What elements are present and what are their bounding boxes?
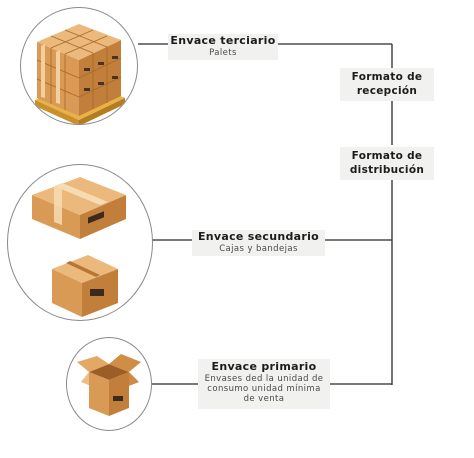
primary-circle	[67, 338, 151, 430]
format-reception-text: Formato de recepción	[351, 71, 423, 97]
primary-title: Envace primario	[211, 360, 317, 373]
tertiary-label: Envace terciario Palets	[168, 34, 278, 60]
pallet-of-boxes-icon	[35, 24, 125, 124]
primary-subtitle: Envases ded la unidad de consumo unidad …	[204, 374, 324, 404]
format-distribution: Formato de distribución	[340, 147, 434, 180]
tertiary-circle	[21, 8, 137, 124]
tertiary-subtitle: Palets	[209, 48, 237, 58]
secondary-circle	[8, 165, 152, 320]
secondary-subtitle: Cajas y bandejas	[219, 244, 298, 254]
open-box-icon	[77, 354, 141, 416]
tertiary-title: Envace terciario	[170, 34, 276, 47]
format-reception: Formato de recepción	[340, 68, 434, 101]
primary-label: Envace primario Envases ded la unidad de…	[198, 359, 330, 409]
secondary-title: Envace secundario	[197, 230, 320, 243]
closed-box-icon	[32, 177, 126, 317]
secondary-label: Envace secundario Cajas y bandejas	[192, 230, 325, 256]
format-distribution-text: Formato de distribución	[349, 150, 425, 176]
